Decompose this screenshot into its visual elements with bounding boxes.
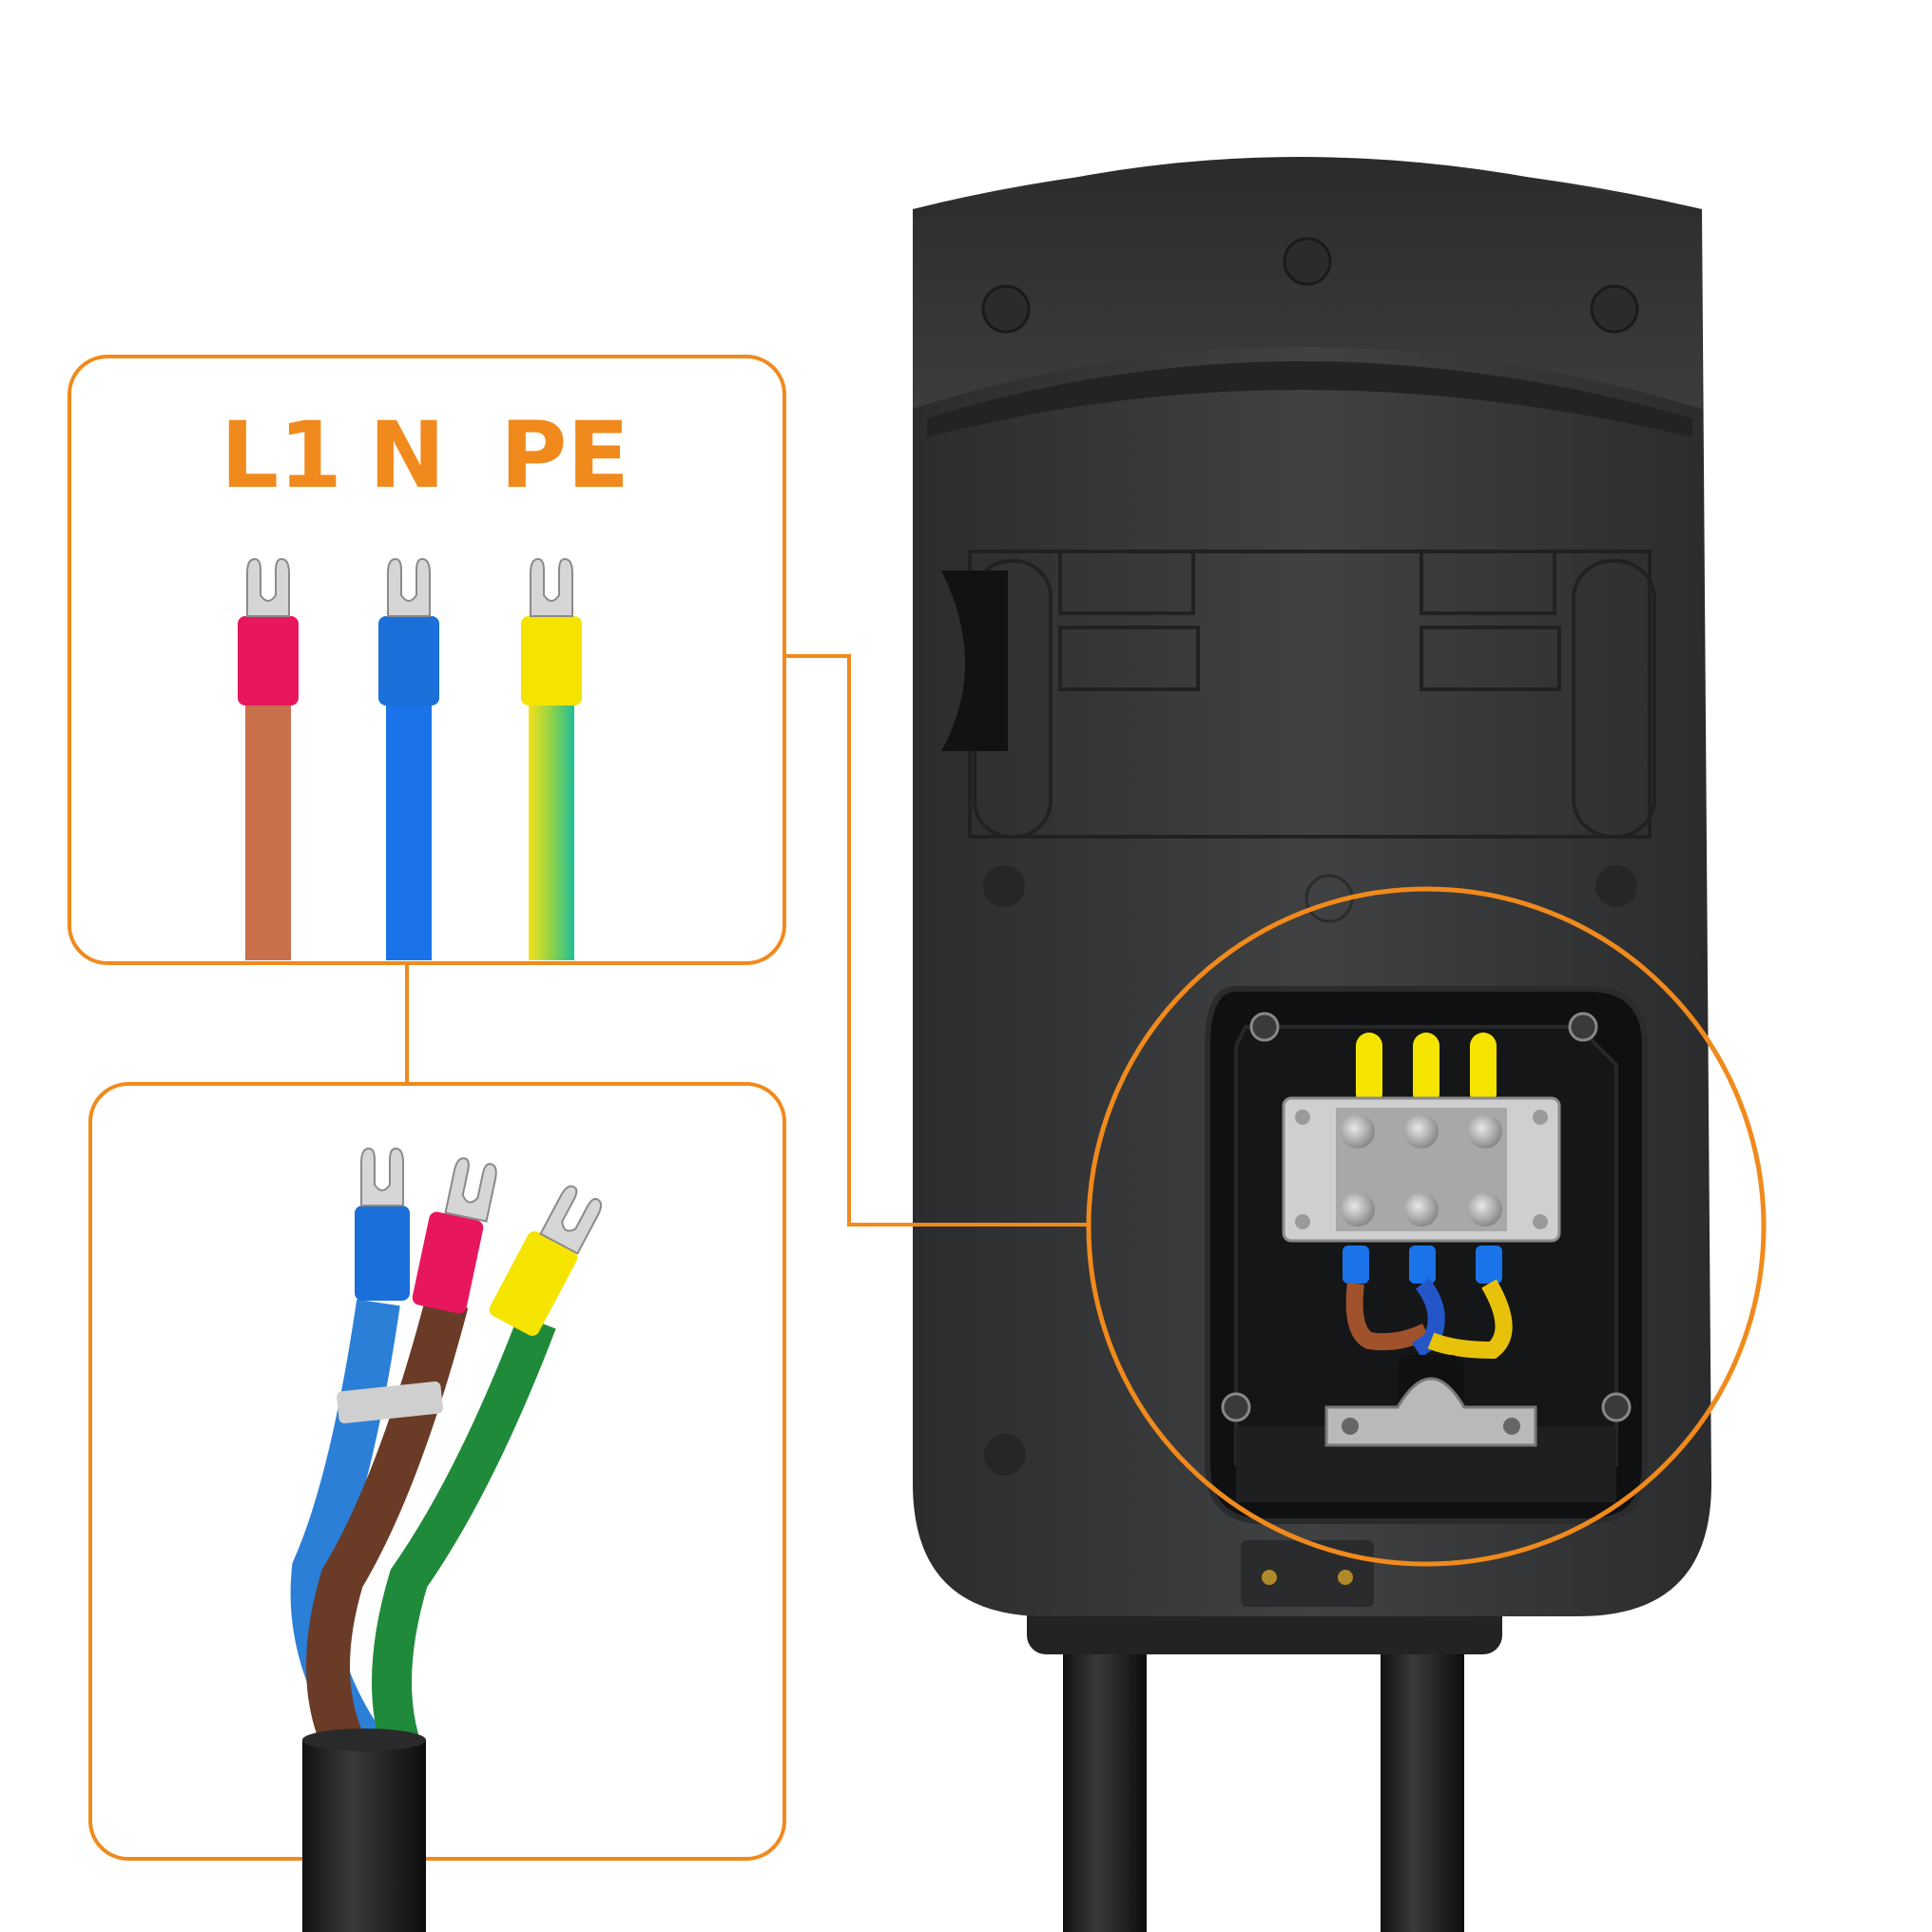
screw-head [1283, 237, 1332, 286]
earth-wire [521, 558, 582, 960]
screw-head [981, 284, 1031, 334]
label-n: N [369, 402, 445, 509]
terminal-block-icon [1282, 1096, 1561, 1243]
wiring-compartment [1205, 986, 1648, 1524]
label-l1: L1 [221, 402, 342, 509]
live-wire [238, 558, 299, 960]
wire-labels-panel: L1 N PE [68, 355, 786, 965]
cable-end-panel [88, 1082, 786, 1932]
screw-head [1221, 1392, 1251, 1422]
screw-head [1601, 1392, 1632, 1422]
neutral-wire [378, 558, 439, 960]
cable-clamp-icon [1324, 1355, 1537, 1447]
callout-line [784, 654, 1090, 1227]
label-pe: PE [500, 402, 629, 509]
screw-head [1249, 1012, 1280, 1042]
screw-head [1595, 865, 1637, 907]
screw-head [984, 1434, 1026, 1476]
screw-head [1568, 1012, 1598, 1042]
screw-head [1590, 284, 1639, 334]
cable-jacket [302, 1740, 426, 1932]
charger-cable-right [1381, 1607, 1464, 1932]
screw-head [983, 865, 1025, 907]
charger-cable-left [1063, 1607, 1147, 1932]
